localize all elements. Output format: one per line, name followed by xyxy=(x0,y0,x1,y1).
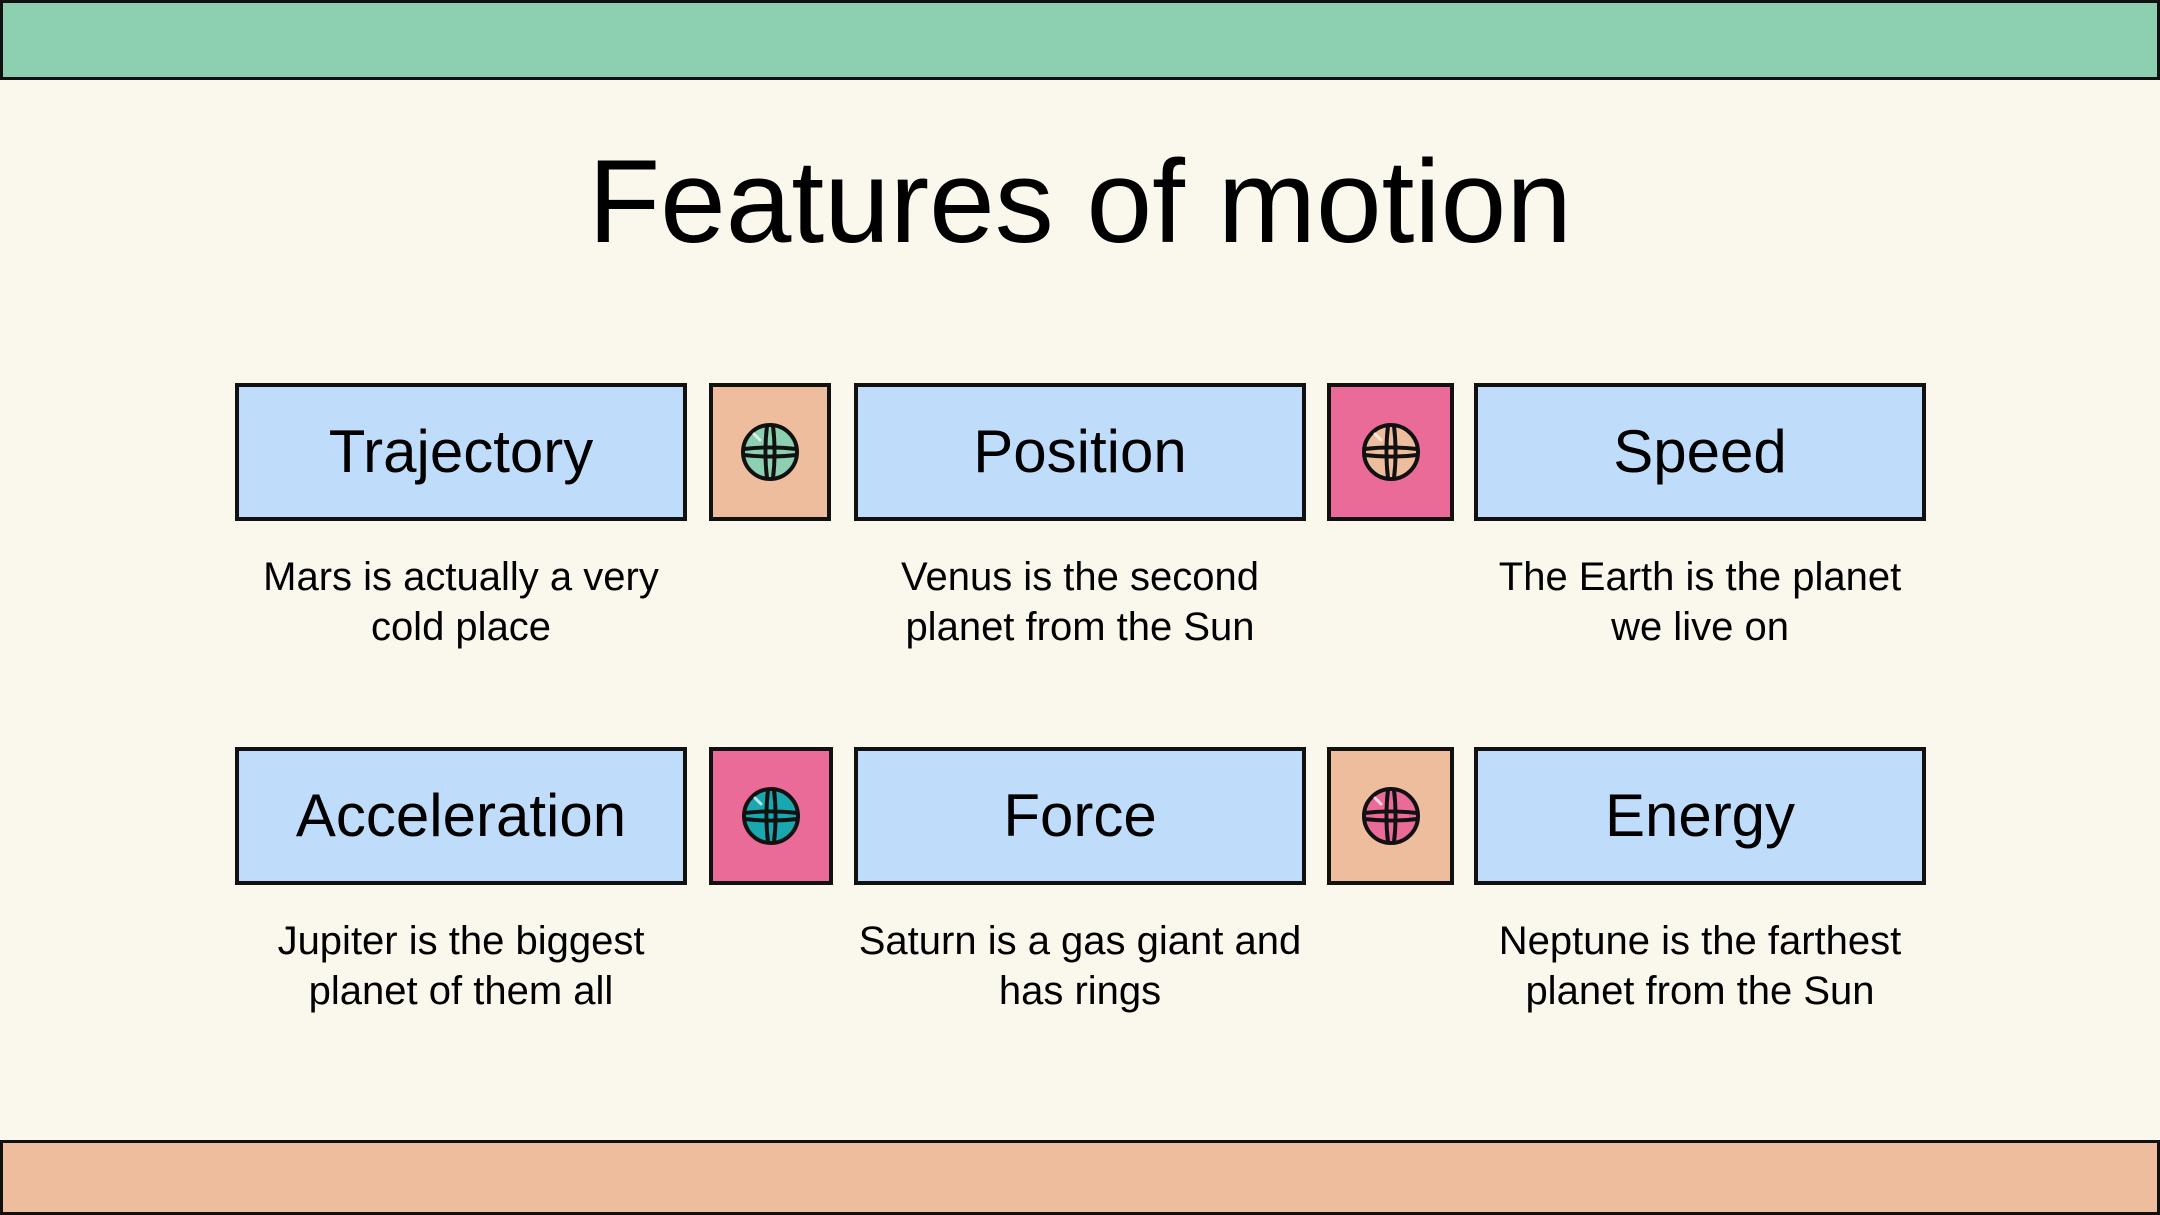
icon-box-2 xyxy=(1327,383,1454,521)
feature-box-trajectory: Trajectory xyxy=(235,383,687,521)
feature-box-force: Force xyxy=(854,747,1306,885)
feature-label: Energy xyxy=(1604,782,1796,849)
feature-description-trajectory: Mars is actually a very cold place xyxy=(263,555,659,649)
feature-description-speed: The Earth is the planet we live on xyxy=(1498,555,1902,649)
feature-label: Acceleration xyxy=(295,782,627,849)
feature-box-acceleration: Acceleration xyxy=(235,747,687,885)
feature-description-force: Saturn is a gas giant and has rings xyxy=(858,919,1302,1013)
planet-icon xyxy=(738,420,802,484)
feature-label: Force xyxy=(1003,782,1157,849)
feature-box-position: Position xyxy=(854,383,1306,521)
feature-description-energy: Neptune is the farthest planet from the … xyxy=(1498,919,1902,1013)
planet-icon xyxy=(739,784,803,848)
icon-box-4 xyxy=(1327,747,1454,885)
feature-description-acceleration: Jupiter is the biggest planet of them al… xyxy=(277,919,645,1013)
top-band xyxy=(0,0,2160,80)
bottom-band xyxy=(0,1140,2160,1215)
planet-icon xyxy=(1359,420,1423,484)
planet-icon xyxy=(1359,784,1423,848)
feature-label: Speed xyxy=(1613,418,1787,485)
slide-title: Features of motion xyxy=(588,136,1572,268)
feature-box-energy: Energy xyxy=(1474,747,1926,885)
feature-description-position: Venus is the second planet from the Sun xyxy=(900,555,1260,649)
feature-label: Trajectory xyxy=(328,418,594,485)
feature-label: Position xyxy=(973,418,1187,485)
icon-box-1 xyxy=(709,383,831,521)
icon-box-3 xyxy=(709,747,833,885)
feature-box-speed: Speed xyxy=(1474,383,1926,521)
